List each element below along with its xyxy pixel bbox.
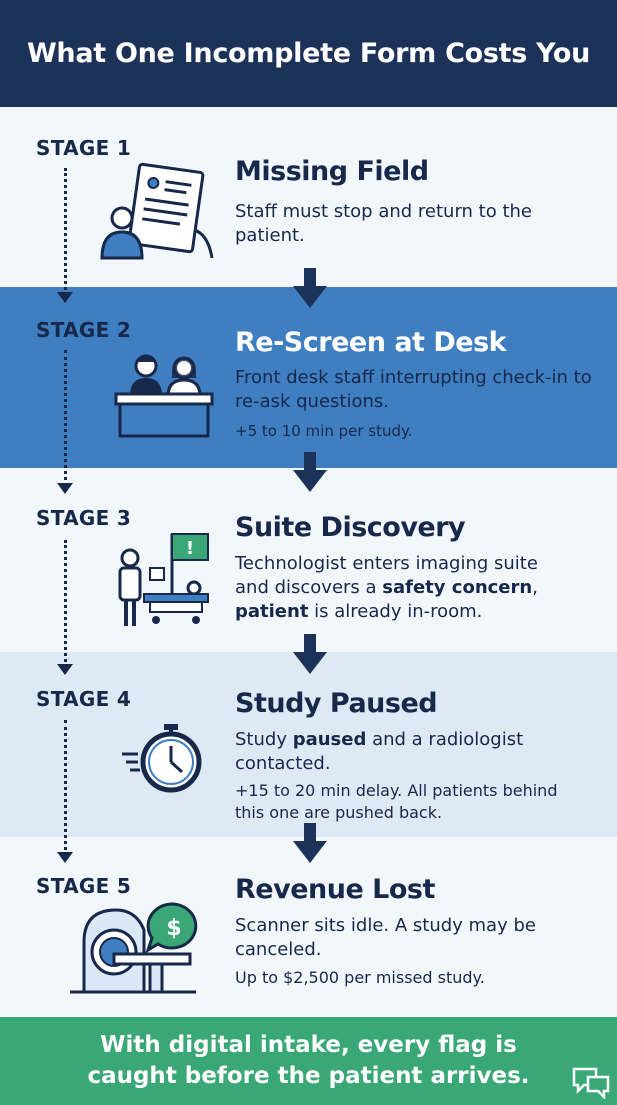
page-header: What One Incomplete Form Costs You — [0, 0, 617, 107]
stage-3-safety-concern: safety concern — [382, 577, 533, 598]
stage-2-note: +5 to 10 min per study. — [235, 422, 413, 440]
stage-1-title: Missing Field — [235, 156, 429, 187]
stage-5-note: Up to $2,500 per missed study. — [235, 968, 485, 987]
timeline-dotted-line — [64, 350, 67, 480]
svg-text:!: ! — [186, 538, 194, 559]
stage-3-band — [0, 468, 617, 652]
stage-3-description-text: Technologist enters imaging suite and di… — [235, 553, 538, 598]
front-desk-staff-icon — [114, 354, 214, 438]
timeline-dotted-line — [64, 720, 67, 850]
chat-bubbles-icon — [572, 1067, 610, 1099]
stage-5-description: Scanner sits idle. A study may be cancel… — [235, 915, 536, 960]
footer-line-2: caught before the patient arrives. — [87, 1063, 530, 1089]
stage-2-band — [0, 287, 617, 468]
form-with-person-icon — [100, 162, 214, 260]
stage-1-band — [0, 107, 617, 287]
stage-2-label: STAGE 2 — [36, 318, 132, 342]
stopwatch-icon — [122, 724, 202, 793]
stage-4-description-text: and a radiologist contacted. — [235, 729, 524, 774]
stage-5-title: Revenue Lost — [235, 874, 435, 905]
stage-3-patient: patient — [235, 601, 309, 622]
stage-5-label: STAGE 5 — [36, 874, 132, 898]
timeline-arrow-icon — [57, 292, 73, 303]
stage-2-description: Front desk staff interrupting check-in t… — [235, 367, 592, 412]
stage-4-description-text: Study — [235, 729, 293, 750]
timeline-arrow-icon — [57, 852, 73, 863]
stage-4-note: +15 to 20 min delay. All patients behind… — [235, 781, 558, 822]
stage-4-band — [0, 652, 617, 837]
timeline-dotted-line — [64, 540, 67, 662]
stage-1-label: STAGE 1 — [36, 136, 132, 160]
stage-4-title: Study Paused — [235, 688, 438, 719]
timeline-dotted-line — [64, 168, 67, 290]
footer-line-1: With digital intake, every flag is — [100, 1032, 517, 1058]
page-title: What One Incomplete Form Costs You — [26, 38, 591, 69]
flow-arrow-icon — [293, 634, 327, 674]
flow-arrow-icon — [293, 452, 327, 492]
stage-3-description-text: , — [532, 577, 538, 598]
stage-3-label: STAGE 3 — [36, 506, 132, 530]
stage-4-paused: paused — [292, 729, 367, 750]
stage-2-title: Re-Screen at Desk — [235, 327, 507, 358]
flow-arrow-icon — [293, 268, 327, 308]
timeline-arrow-icon — [57, 483, 73, 494]
flow-arrow-icon — [293, 823, 327, 863]
stage-4-label: STAGE 4 — [36, 687, 132, 711]
stage-3-description: Technologist enters imaging suite and di… — [235, 552, 575, 624]
svg-text:$: $ — [166, 916, 181, 941]
stage-1-description: Staff must stop and return to the patien… — [235, 201, 533, 246]
stage-3-description-text: is already in-room. — [308, 601, 483, 622]
scanner-dollar-icon: $ — [70, 902, 198, 994]
timeline-arrow-icon — [57, 664, 73, 675]
stage-3-title: Suite Discovery — [235, 512, 466, 543]
technologist-scanner-flag-icon: ! — [118, 533, 209, 626]
footer-callout: With digital intake, every flag is caugh… — [0, 1017, 617, 1105]
stage-4-description: Study paused and a radiologist contacted… — [235, 728, 565, 776]
